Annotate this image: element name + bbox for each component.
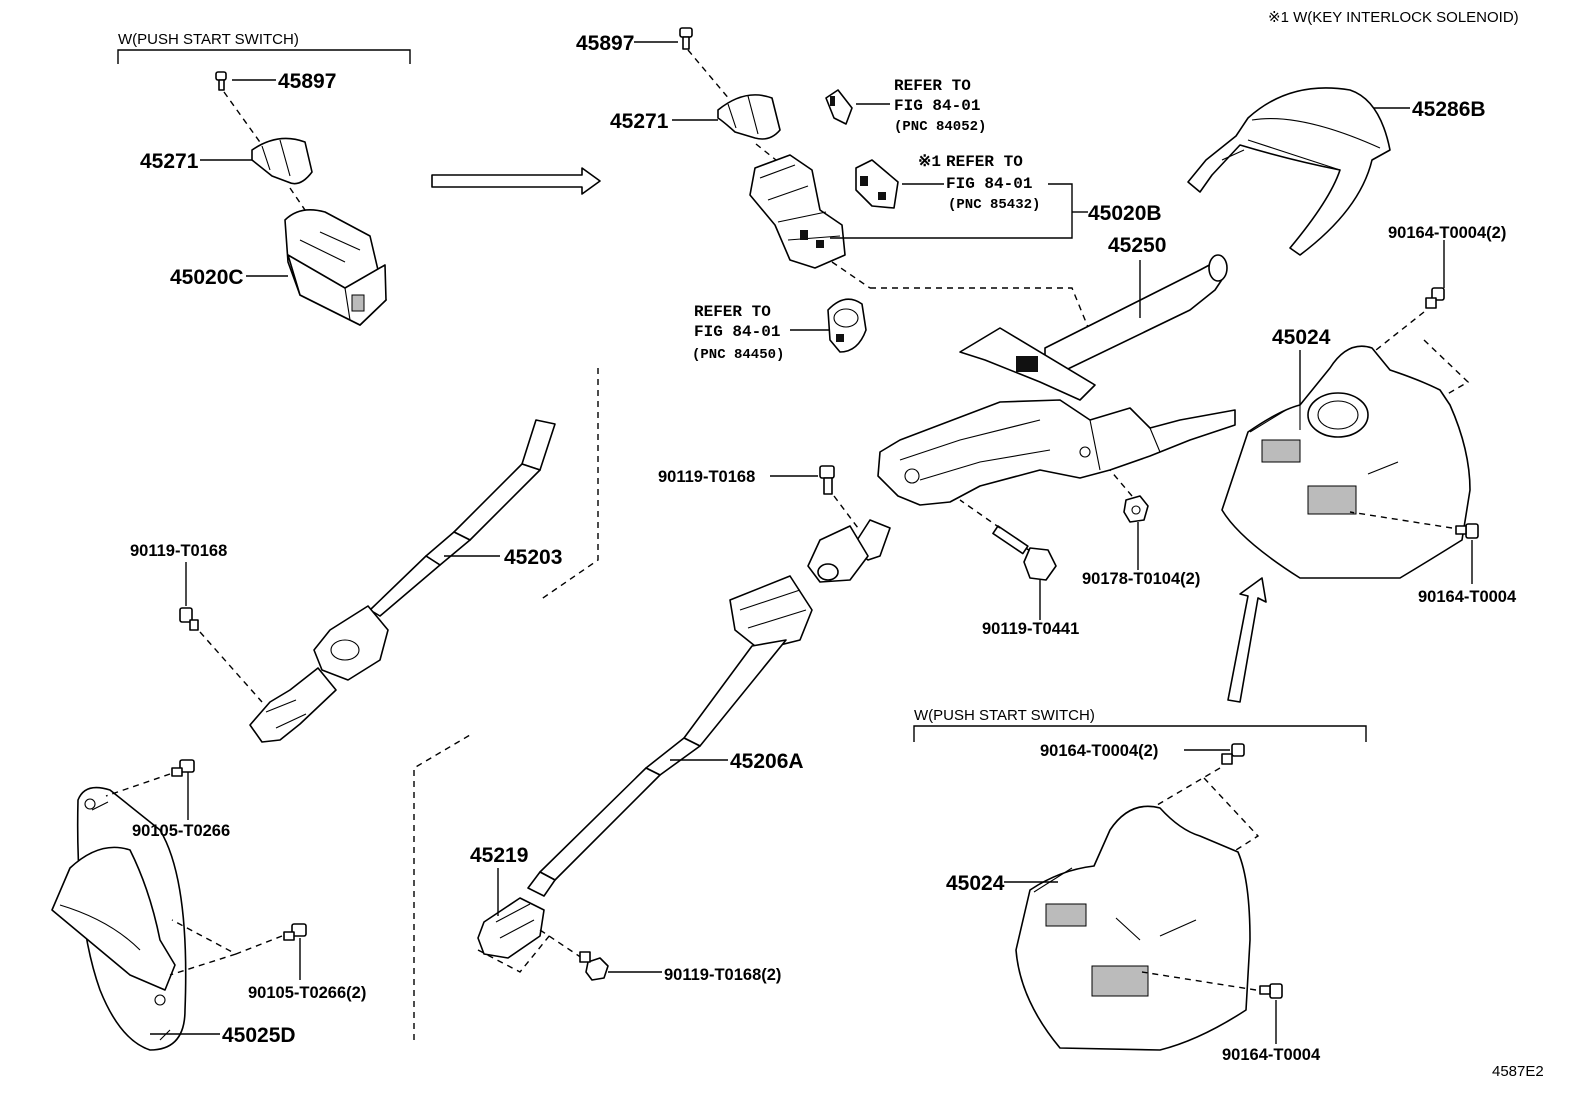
refer-84450-line3: (PNC 84450): [692, 347, 784, 363]
label-45897-left: 45897: [278, 70, 336, 93]
label-45024-right: 45024: [1272, 326, 1331, 349]
push-start-switch-group-bottom: W(PUSH START SWITCH): [913, 707, 1367, 742]
label-90164-t0004-2-top: 90164-T0004(2): [1388, 224, 1506, 242]
label-90164-t0004-bottom: 90164-T0004: [1222, 1046, 1321, 1064]
nut-90178-t0104-2: 90178-T0104(2): [1082, 469, 1200, 588]
upper-column-cover-45286b: 45286B: [1187, 87, 1486, 256]
main-shaft-45206a: 45206A: [527, 519, 891, 897]
lock-assembly-45020b: [749, 154, 1091, 333]
bolt-90119-t0168-mid: 90119-T0168: [658, 465, 859, 529]
label-90119-t0441: 90119-T0441: [982, 620, 1079, 638]
cover-45271-top: 45271: [610, 94, 781, 161]
label-45286b: 45286B: [1412, 98, 1486, 121]
screw-90164-t0004-2-top: 90164-T0004(2): [1375, 224, 1506, 397]
bolt-90105-t0266: 90105-T0266: [105, 759, 230, 840]
label-45203: 45203: [504, 546, 562, 569]
label-45206a: 45206A: [730, 750, 804, 773]
steering-column-45250: 45250: [877, 234, 1236, 506]
refer-85432-mark: ※1: [918, 153, 941, 171]
refer-84052-line1: REFER TO: [894, 77, 971, 95]
switch-assembly-45020c: 45020C: [170, 209, 387, 326]
refer-85432-line3: (PNC 85432): [948, 197, 1040, 213]
joint-45219: 45219: [470, 844, 586, 973]
column-hole-cover-45025d: 45025D: [51, 786, 296, 1051]
refer-fig-84-01-pnc-84450: REFER TO FIG 84-01 (PNC 84450): [692, 298, 867, 363]
lower-column-cover-45024-right: 45024: [1221, 326, 1471, 579]
refer-84052-line3: (PNC 84052): [894, 119, 986, 135]
lower-column-cover-45024-bottom: 45024: [946, 805, 1251, 1051]
label-90105-t0266-2: 90105-T0266(2): [248, 984, 366, 1002]
shaft-group-outline: [413, 368, 599, 1040]
push-start-switch-note-bottom: W(PUSH START SWITCH): [914, 707, 1095, 724]
bolt-90119-t0441: 90119-T0441: [959, 499, 1079, 638]
label-45271-left: 45271: [140, 150, 199, 173]
label-90105-t0266: 90105-T0266: [132, 822, 230, 840]
refer-84450-line2: FIG 84-01: [694, 323, 780, 341]
label-90164-t0004-right: 90164-T0004: [1418, 588, 1517, 606]
label-45024-bottom: 45024: [946, 872, 1005, 895]
label-45219: 45219: [470, 844, 528, 867]
label-45250: 45250: [1108, 234, 1166, 257]
refer-85432-line2: FIG 84-01: [946, 175, 1032, 193]
refer-85432-line1: REFER TO: [946, 153, 1023, 171]
label-45020c: 45020C: [170, 266, 244, 289]
label-90119-t0168-mid: 90119-T0168: [658, 468, 755, 486]
label-45025d: 45025D: [222, 1024, 296, 1047]
bolt-45897-left: 45897: [215, 70, 336, 146]
bolt-90105-t0266-2: 90105-T0266(2): [169, 919, 366, 1002]
screw-90164-t0004-bottom: 90164-T0004: [1141, 971, 1321, 1064]
key-interlock-solenoid-note: ※1 W(KEY INTERLOCK SOLENOID): [1268, 9, 1519, 26]
bolt-90119-t0168-left: 90119-T0168: [130, 542, 263, 703]
push-start-switch-note-top: W(PUSH START SWITCH): [118, 31, 299, 48]
bolt-45897-top: 45897: [576, 27, 731, 101]
label-90119-t0168-left: 90119-T0168: [130, 542, 227, 560]
label-90119-t0168-2: 90119-T0168(2): [664, 966, 781, 984]
label-90164-t0004-2-bottom: 90164-T0004(2): [1040, 742, 1158, 760]
refer-84450-line1: REFER TO: [694, 303, 771, 321]
screw-90164-t0004-2-bottom: 90164-T0004(2): [1040, 742, 1260, 851]
screw-90164-t0004-right: 90164-T0004: [1349, 511, 1517, 606]
intermediate-shaft-45203: 45203: [249, 419, 562, 743]
refer-fig-84-01-pnc-85432: ※1 REFER TO FIG 84-01 (PNC 85432): [855, 153, 1040, 213]
label-45020b: 45020B: [1088, 202, 1162, 225]
arrow-up-icon: [1227, 577, 1267, 703]
bolt-90119-t0168-2: 90119-T0168(2): [579, 951, 781, 984]
cover-45271-left: 45271: [140, 137, 321, 233]
refer-84052-line2: FIG 84-01: [894, 97, 980, 115]
refer-fig-84-01-pnc-84052: REFER TO FIG 84-01 (PNC 84052): [825, 77, 986, 135]
label-45271-top: 45271: [610, 110, 669, 133]
bracket-45020b: 45020B: [830, 183, 1162, 239]
label-45897-top: 45897: [576, 32, 634, 55]
figure-code: 4587E2: [1492, 1063, 1544, 1080]
arrow-right-icon: [431, 167, 601, 195]
label-90178-t0104-2: 90178-T0104(2): [1082, 570, 1200, 588]
push-start-switch-group-top: W(PUSH START SWITCH): [117, 31, 411, 64]
